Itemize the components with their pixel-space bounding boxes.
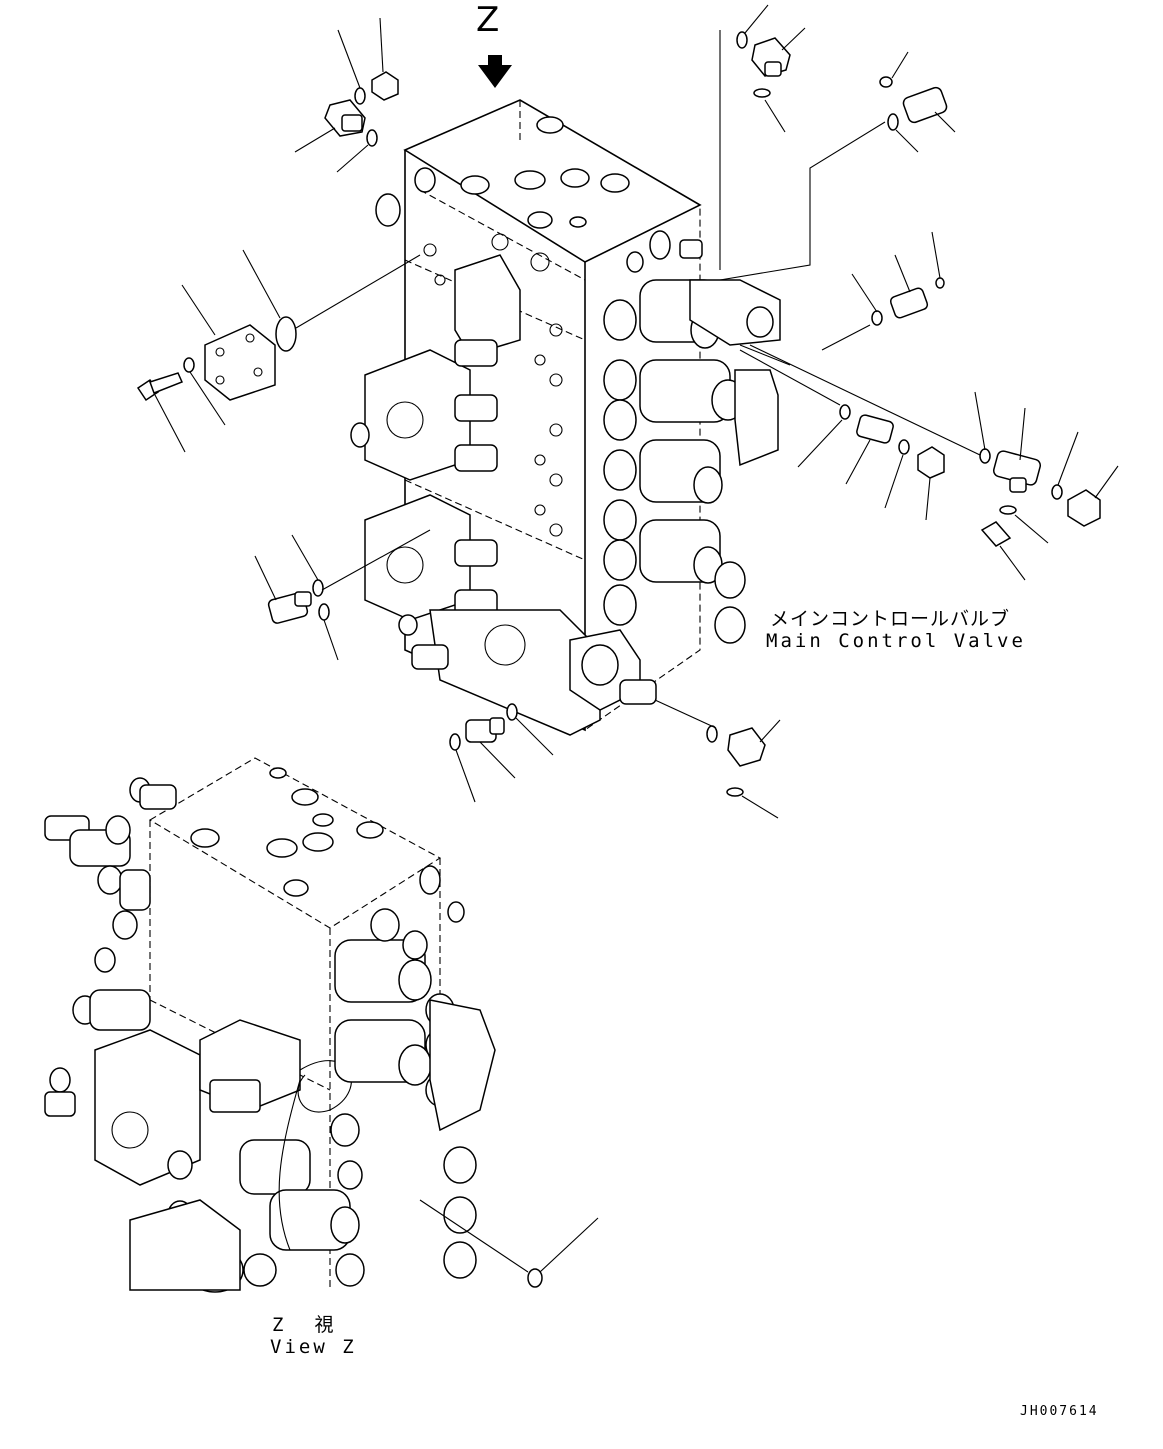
view-z-valve-body xyxy=(44,757,496,1293)
cover-plate xyxy=(181,284,276,401)
view-label-jp: Z 視 xyxy=(272,1314,340,1336)
o-ring-bottom-1 xyxy=(449,733,461,751)
o-ring-right-8 xyxy=(898,439,910,455)
o-ring-far-right-1 xyxy=(979,448,991,464)
o-ring-bottom-2 xyxy=(506,703,518,721)
nut-top xyxy=(371,17,399,101)
o-ring-far-right-2 xyxy=(1051,484,1063,500)
bolt xyxy=(136,372,186,453)
elbow-fitting-top-right xyxy=(751,27,806,77)
main-control-valve-body xyxy=(350,99,781,736)
o-ring-right-1 xyxy=(736,31,748,49)
fitting-right-upper xyxy=(902,86,956,133)
washer xyxy=(183,357,195,373)
o-ring-far-right-3 xyxy=(999,505,1017,515)
o-ring-large xyxy=(275,316,297,352)
o-ring-right-3 xyxy=(879,76,893,88)
elbow-fitting-far-right xyxy=(992,407,1042,493)
fitting-right-mid xyxy=(889,254,929,319)
view-direction-arrow xyxy=(478,55,512,88)
fitting-bottom xyxy=(465,717,516,779)
main-valve-label-jp: メインコントロールバルブ xyxy=(770,608,1011,630)
o-ring-top-1 xyxy=(354,87,366,105)
view-label-en: View Z xyxy=(270,1336,357,1358)
o-ring-left-1 xyxy=(312,579,324,597)
o-ring-view-z xyxy=(527,1268,543,1288)
cap-nut-far-right xyxy=(1067,465,1119,527)
o-ring-right-5 xyxy=(871,310,883,326)
o-ring-right-4 xyxy=(887,113,899,131)
o-ring-bottom-3 xyxy=(706,725,718,743)
fitting-left-lower xyxy=(254,555,312,624)
o-ring-right-7 xyxy=(839,404,851,420)
o-ring-top-2 xyxy=(366,129,378,147)
sleeve-far-right xyxy=(980,521,1026,581)
drawing-number: JH007614 xyxy=(1020,1404,1099,1419)
o-ring-bottom-4 xyxy=(726,787,744,797)
elbow-fitting-bottom-right xyxy=(727,719,781,767)
elbow-fitting-top-left xyxy=(294,99,366,153)
o-ring-right-6 xyxy=(935,277,945,289)
view-letter-label: Z xyxy=(476,0,500,40)
o-ring-left-2 xyxy=(318,603,330,621)
fitting-right-low xyxy=(845,414,894,485)
cap-nut-right xyxy=(917,446,945,521)
main-valve-label-en: Main Control Valve xyxy=(766,630,1026,652)
o-ring-right-2 xyxy=(753,88,771,98)
